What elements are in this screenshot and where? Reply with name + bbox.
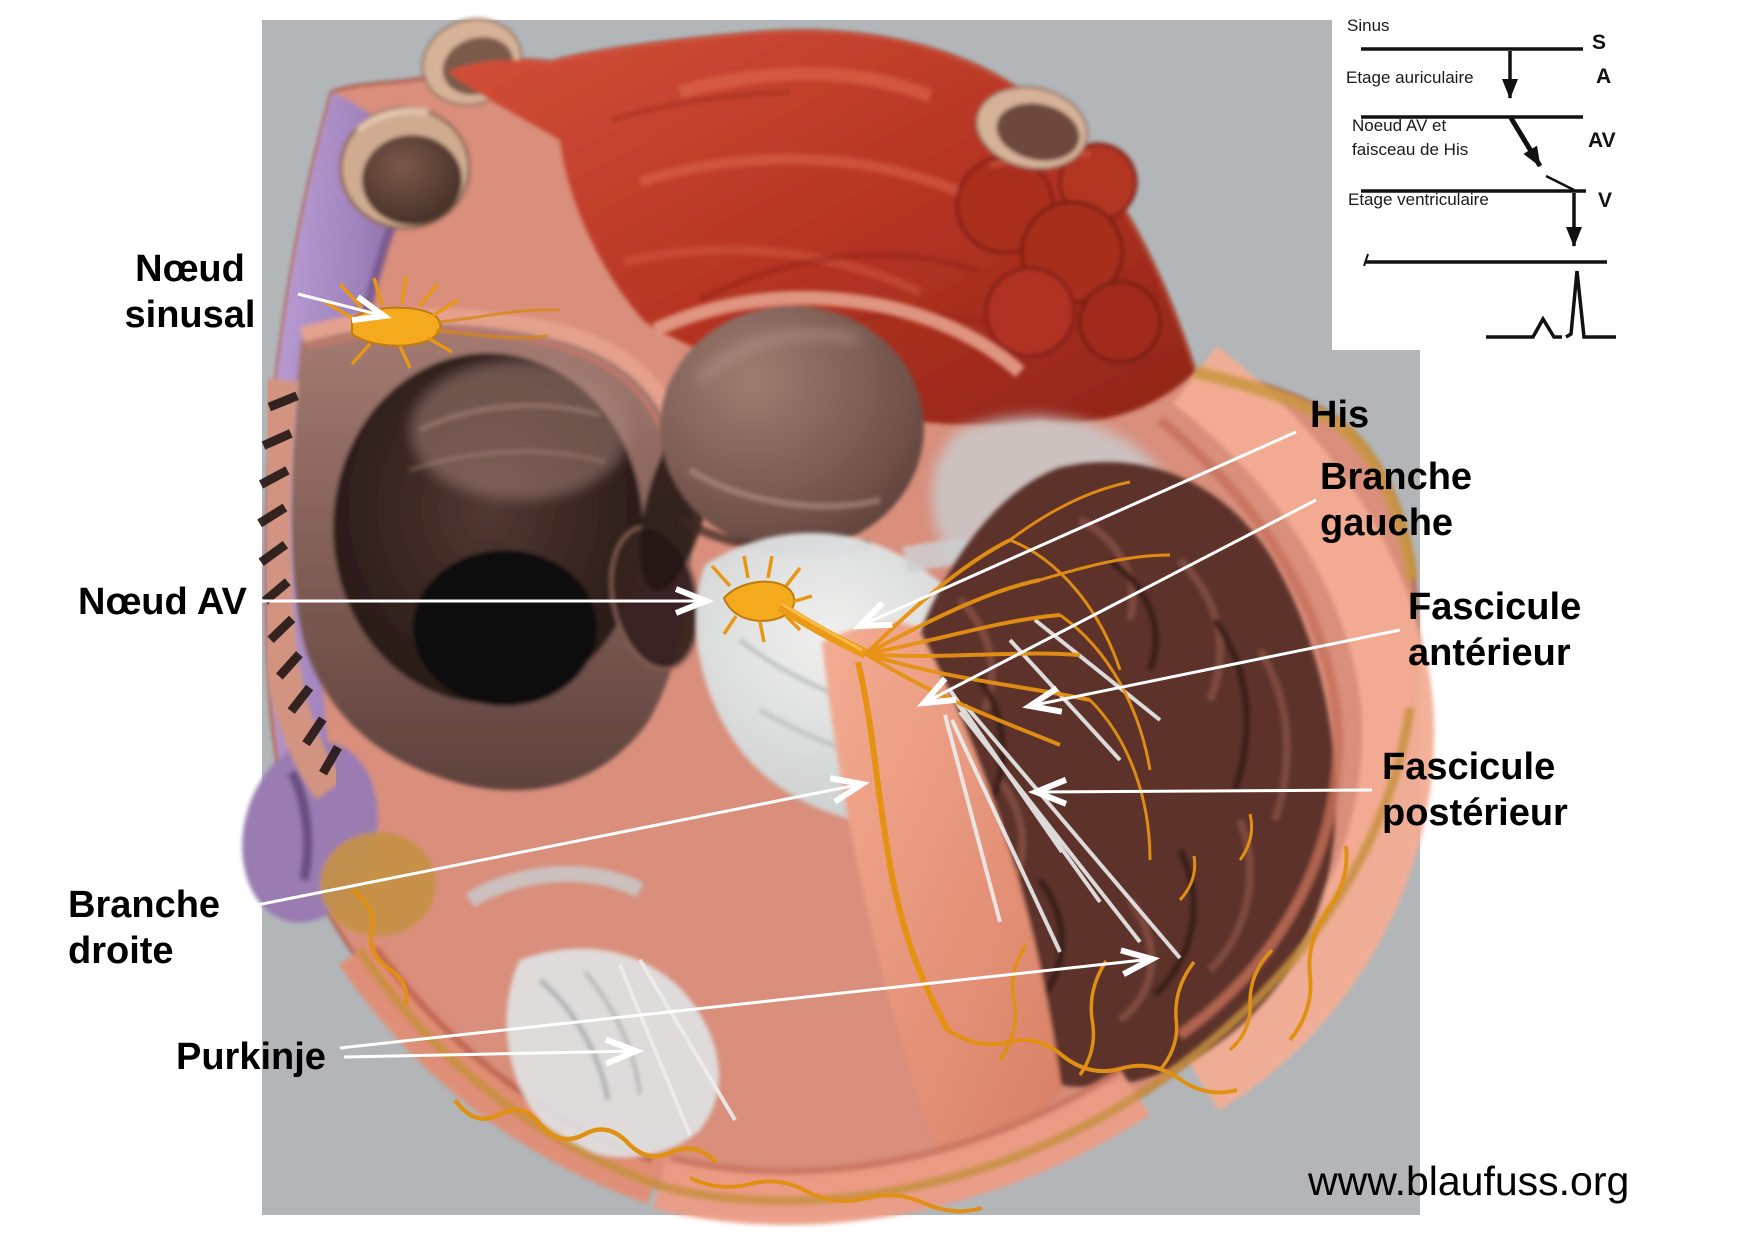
label-fascicule-anterieur: Fascicule antérieur [1408,584,1581,676]
av-node [710,555,813,643]
label-purkinje: Purkinje [176,1034,326,1080]
label-noeud-av-line1: Nœud AV [78,581,247,623]
inset-row-noeud-av-label2: faisceau de His [1352,140,1469,159]
label-fascicule-anterieur-line2: antérieur [1408,632,1571,674]
right-atrium [291,308,713,791]
label-noeud-av: Nœud AV [78,579,247,625]
arrow-branche-droite [231,775,870,912]
inset-row-ventriculaire-label: Etage ventriculaire [1348,190,1489,209]
inset-panel [1332,0,1755,350]
label-fascicule-posterieur-line1: Fascicule [1382,746,1556,788]
ladder-lines [1361,47,1607,267]
ecg-trace [1486,270,1616,339]
label-branche-droite-line2: droite [68,930,174,972]
watermark-url: www.blaufuss.org [1308,1158,1630,1204]
inset-letter-v: V [1598,189,1613,212]
inset-row-auriculaire-label: Etage auriculaire [1346,68,1474,87]
right-bundle-branch [855,661,951,1032]
label-purkinje-line1: Purkinje [176,1036,326,1078]
label-fascicule-anterieur-line1: Fascicule [1408,586,1582,628]
label-branche-droite-line1: Branche [68,884,221,926]
label-fascicule-posterieur-line2: postérieur [1382,792,1568,834]
arrow-purkinje-1 [343,1036,645,1067]
purkinje-network [350,813,1349,1214]
arrow-branche-gauche [916,498,1317,707]
inset-letter-av: AV [1588,129,1616,152]
annotation-arrows [231,292,1401,1067]
label-fascicule-posterieur: Fascicule postérieur [1382,744,1568,836]
arrow-fascicule-anterieur [1022,628,1401,715]
label-noeud-sinusal-line1: Nœud [135,248,245,290]
inset-letter-s: S [1592,31,1607,54]
his-bundle [777,601,869,659]
label-his: His [1310,392,1369,438]
left-ventricle [822,346,1435,1166]
pectinate-muscles [256,378,344,800]
arrow-fascicule-posterieur [1027,777,1373,807]
inset-row-noeud-av-label: Noeud AV et [1352,116,1447,135]
arrow-noeud-sinusal [297,292,392,324]
inset-row-sinus-label: Sinus [1347,16,1390,35]
conduction-system [321,275,1349,1214]
label-branche-droite: Branche droite [68,882,220,974]
inset-conduction-ladder [1332,0,1755,350]
left-bundle-branch [864,480,1171,861]
label-noeud-sinusal: Nœud sinusal [100,246,280,338]
label-his-line1: His [1310,394,1370,436]
label-branche-gauche-line2: gauche [1320,502,1454,544]
heart-painting [242,18,1435,1225]
label-branche-gauche: Branche gauche [1320,454,1472,546]
label-branche-gauche-line1: Branche [1320,456,1473,498]
inset-letter-a: A [1596,65,1612,88]
great-arteries [421,18,1195,425]
label-noeud-sinusal-line2: sinusal [124,294,256,336]
arrow-purkinje-2 [339,947,1161,1050]
ladder-arrows [1502,51,1582,247]
svc-opening [339,106,471,230]
arrow-his [852,430,1297,630]
